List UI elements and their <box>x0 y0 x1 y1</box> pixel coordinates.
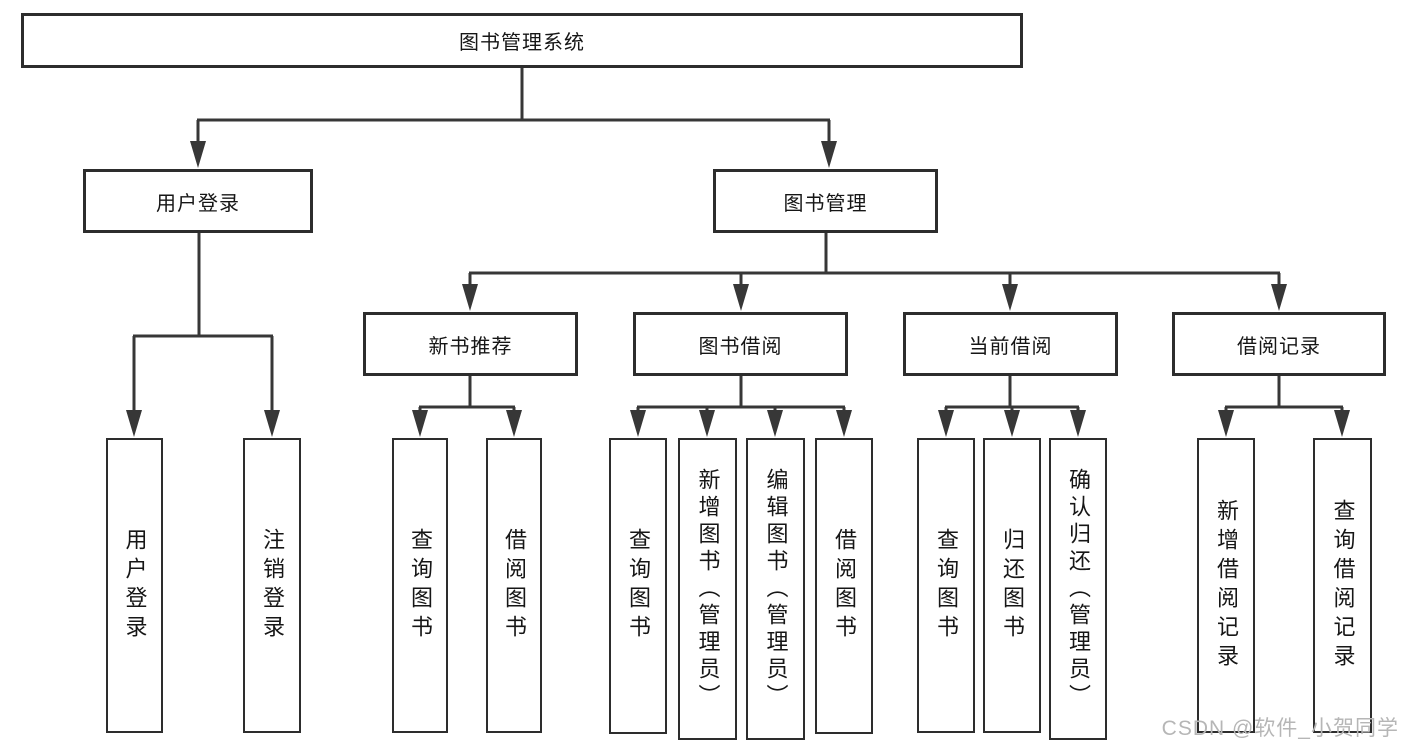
node-user-login-label: 用户登录 <box>156 192 240 215</box>
node-book-borrowing: 图书借阅 <box>633 312 848 376</box>
leaf-recommend-query-book: 查询图书 <box>392 438 448 733</box>
connector-strokes <box>132 68 1344 412</box>
leaf-recommend-borrow-book-label: 借阅图书 <box>502 527 527 644</box>
node-book-borrowing-label: 图书借阅 <box>698 335 783 358</box>
leaf-confirm-return-admin: 确认归还（管理员） <box>1049 438 1107 740</box>
leaf-return-book: 归还图书 <box>983 438 1041 733</box>
node-user-login: 用户登录 <box>83 169 313 233</box>
leaf-logout-label: 注销登录 <box>260 527 285 644</box>
node-root-label: 图书管理系统 <box>459 32 585 54</box>
leaf-add-book-admin-label: 新增图书（管理员） <box>695 467 721 711</box>
leaf-borrowing-query-book: 查询图书 <box>609 438 667 734</box>
node-book-management: 图书管理 <box>713 169 938 233</box>
leaf-recommend-borrow-book: 借阅图书 <box>486 438 542 733</box>
leaf-user-login: 用户登录 <box>106 438 163 733</box>
node-current-borrowing: 当前借阅 <box>903 312 1118 376</box>
leaf-borrowing-borrow-book-label: 借阅图书 <box>832 528 857 644</box>
leaf-user-login-label: 用户登录 <box>122 527 148 644</box>
node-new-book-recommend-label: 新书推荐 <box>428 335 513 358</box>
leaf-borrowing-query-book-label: 查询图书 <box>626 528 651 644</box>
csdn-watermark: CSDN @软件_小贺同学 <box>1161 717 1399 740</box>
node-new-book-recommend: 新书推荐 <box>363 312 578 376</box>
node-book-management-label: 图书管理 <box>783 192 868 215</box>
node-root: 图书管理系统 <box>21 13 1023 68</box>
leaf-current-query-book: 查询图书 <box>917 438 975 733</box>
leaf-add-borrow-record: 新增借阅记录 <box>1197 438 1255 733</box>
leaf-edit-book-admin-label: 编辑图书（管理员） <box>763 467 789 711</box>
node-borrowing-records-label: 借阅记录 <box>1237 335 1321 358</box>
leaf-current-query-book-label: 查询图书 <box>934 527 959 644</box>
leaf-query-borrow-record-label: 查询借阅记录 <box>1330 498 1356 673</box>
leaf-recommend-query-book-label: 查询图书 <box>408 527 433 644</box>
leaf-edit-book-admin: 编辑图书（管理员） <box>746 438 805 740</box>
leaf-borrowing-borrow-book: 借阅图书 <box>815 438 873 734</box>
node-borrowing-records: 借阅记录 <box>1172 312 1386 376</box>
arrowheads <box>126 141 1350 437</box>
leaf-return-book-label: 归还图书 <box>1000 527 1025 644</box>
leaf-add-book-admin: 新增图书（管理员） <box>678 438 737 740</box>
leaf-confirm-return-admin-label: 确认归还（管理员） <box>1066 467 1091 711</box>
leaf-logout: 注销登录 <box>243 438 301 733</box>
leaf-add-borrow-record-label: 新增借阅记录 <box>1214 498 1239 673</box>
leaf-query-borrow-record: 查询借阅记录 <box>1313 438 1372 733</box>
node-current-borrowing-label: 当前借阅 <box>968 335 1053 358</box>
